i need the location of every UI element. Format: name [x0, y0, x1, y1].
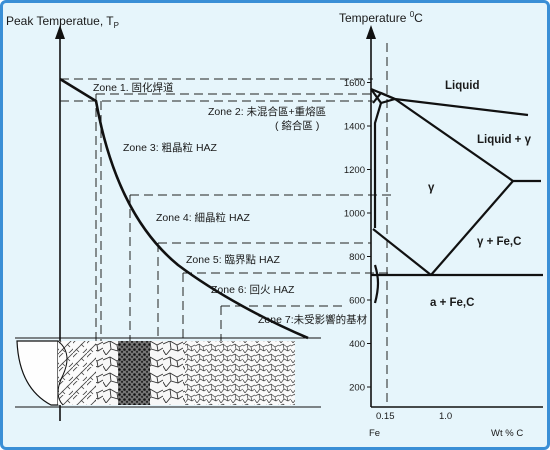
phase-gamma-fe3c: γ + Fe,C: [477, 236, 521, 248]
left-axis-title: Peak Temperatue, TP: [6, 14, 119, 30]
intercritical-region: [150, 341, 185, 405]
x-axis-end-label: Wt % C: [491, 428, 523, 439]
right-axis-title: Temperature 0C: [339, 10, 423, 25]
phase-boundaries: [370, 87, 543, 304]
phase-alpha-fe3c: a + Fe,C: [430, 297, 474, 309]
zone-1-label: Zone 1. 固化焊道: [93, 81, 174, 94]
right-axis-tick-label: 200: [349, 383, 365, 394]
right-axis-tick-label: 800: [349, 252, 365, 263]
right-axis-tick-label: 1600: [344, 78, 365, 89]
x-tick-1.0: 1.0: [439, 411, 452, 422]
weld-cross-section: [15, 337, 321, 408]
zone-labels: Zone 1. 固化焊道 Zone 2: 未混合區+重熔區 ( 鎔合區 ) Zo…: [93, 81, 368, 326]
zone-4-label: Zone 4: 細晶粒 HAZ: [156, 211, 251, 224]
right-axis-ticks: 1600 1400 1200 1000 800 600 400 200: [344, 78, 371, 394]
zone-7-label: Zone 7:未受影響的基材: [258, 313, 368, 326]
zone-5-label: Zone 5: 臨界點 HAZ: [186, 253, 281, 266]
coarse-grain-region: [96, 341, 118, 405]
right-axis-tick-label: 600: [349, 296, 365, 307]
right-axis-tick-label: 1200: [344, 165, 365, 176]
zone-2-label: Zone 2: 未混合區+重熔區: [208, 105, 326, 118]
base-metal-grains: [185, 341, 295, 405]
left-axis-arrow: [55, 25, 65, 39]
right-axis-tick-label: 1000: [344, 209, 365, 220]
zone-drop-lines: [95, 94, 222, 341]
ferrite-boundary: [373, 264, 380, 304]
fine-grain-region: [118, 341, 150, 405]
right-axis-tick-label: 1400: [344, 122, 365, 133]
phase-gamma: γ: [428, 182, 435, 194]
zone-2-extra-label: ( 鎔合區 ): [275, 119, 319, 132]
weld-haz-diagram: Peak Temperatue, TP Zone 1. 固化焊道 Zo: [6, 10, 543, 439]
a3-line: [372, 228, 432, 276]
peritectic-loop: [372, 91, 396, 104]
weld-bead: [16, 340, 59, 406]
right-axis-tick-label: 400: [349, 339, 365, 350]
phase-labels: Liquid Liquid + γ γ γ + Fe,C a + Fe,C: [428, 80, 532, 309]
peak-temperature-curve: [59, 77, 309, 340]
phase-liquid: Liquid: [445, 80, 480, 92]
phase-liquid-gamma: Liquid + γ: [477, 134, 532, 146]
x-axis-start-label: Fe: [369, 428, 380, 439]
peak-temperature-dashes: [60, 78, 391, 307]
right-axis-arrow: [366, 25, 376, 39]
right-axis: Temperature 0C 1600 1400 1200 1000 800 600 400…: [339, 10, 543, 439]
zone-6-label: Zone 6: 回火 HAZ: [211, 284, 295, 296]
acm-line: [430, 180, 514, 276]
liquidus-upper: [370, 88, 529, 117]
zone-3-label: Zone 3: 粗晶粒 HAZ: [123, 141, 218, 154]
delta-boundary: [373, 102, 383, 228]
x-tick-0.15: 0.15: [376, 411, 395, 422]
